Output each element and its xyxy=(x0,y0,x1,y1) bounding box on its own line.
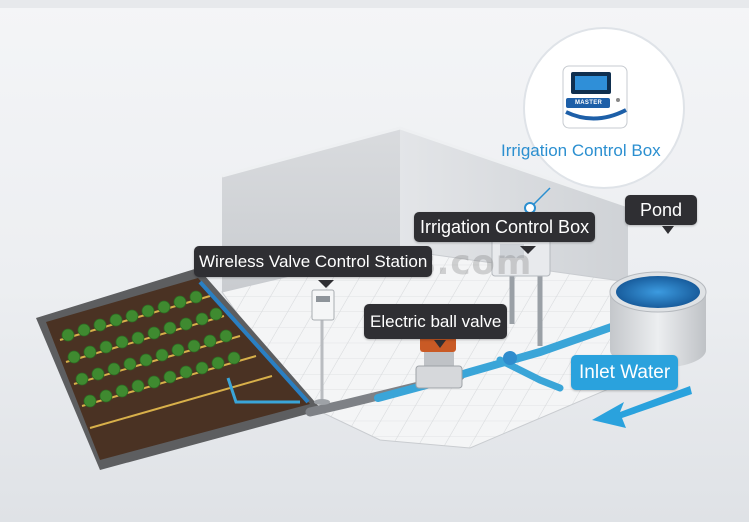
electric-ball-valve-label: Electric ball valve xyxy=(364,304,508,339)
wireless-station-device xyxy=(311,289,335,405)
device-brand-text: MASTER xyxy=(575,100,603,106)
callout-caption: Irrigation Control Box xyxy=(501,141,661,160)
arrow-down-left-icon xyxy=(592,386,692,428)
pond-label: Pond xyxy=(625,195,698,225)
top-strip xyxy=(0,0,749,8)
water-pipe-blue xyxy=(374,306,664,402)
callout-circle xyxy=(523,27,685,189)
plant-rows xyxy=(61,290,241,408)
irrigation-control-box-label: Irrigation Control Box xyxy=(414,212,596,242)
pond xyxy=(609,271,707,368)
back-wall-right xyxy=(400,128,628,282)
watermark-part3: .com xyxy=(436,243,533,283)
inlet-water-label: Inlet Water xyxy=(571,355,679,390)
wireless-valve-control-station-label: Wireless Valve Control Station xyxy=(194,246,433,277)
